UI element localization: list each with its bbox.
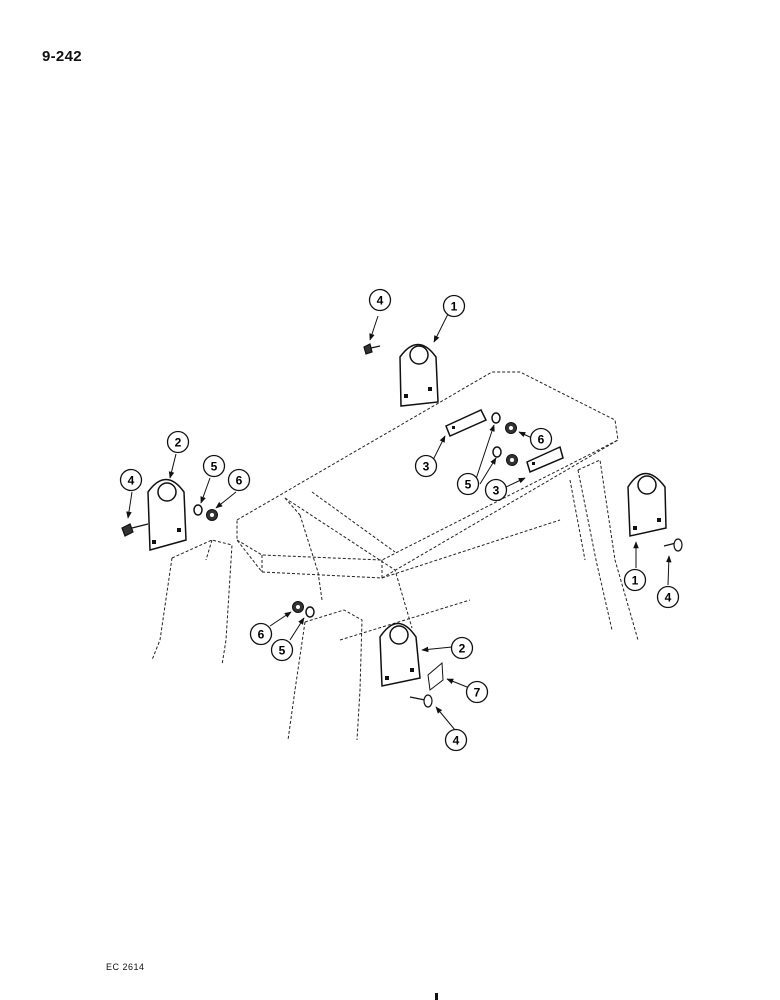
callout-c1-right: 1 (623, 568, 647, 592)
callout-c6-center: 6 (529, 427, 553, 451)
callout-c5-center: 5 (456, 472, 480, 496)
leader-lines (126, 313, 672, 731)
callout-number: 6 (258, 628, 265, 642)
callout-circle (202, 454, 226, 478)
callout-circle (270, 638, 294, 662)
bracket-part-1-right (627, 472, 667, 537)
callout-c4-top: 4 (368, 288, 392, 312)
callout-circle (249, 622, 273, 646)
nut-part-6-center-a (505, 422, 517, 434)
callout-circle (450, 636, 474, 660)
callout-c6-left: 6 (227, 468, 251, 492)
bolt-part-4-bottom (409, 694, 433, 708)
nut-part-6-center-b (506, 454, 518, 466)
callout-number: 1 (632, 574, 639, 588)
nut-part-6-left (206, 509, 218, 521)
nut-part-6-bottom (292, 601, 304, 613)
callout-number: 2 (459, 642, 466, 656)
callout-c3-upper: 3 (414, 454, 438, 478)
bolt-part-4-top (363, 343, 381, 355)
callout-circle (442, 294, 466, 318)
washer-part-5-center-a (491, 412, 501, 424)
callout-circle (529, 427, 553, 451)
callout-circle (166, 430, 190, 454)
frame-outline (151, 371, 639, 741)
callout-number: 1 (451, 300, 458, 314)
callout-c6-bottom: 6 (249, 622, 273, 646)
washer-part-5-bottom (305, 606, 315, 618)
callout-number: 4 (128, 474, 135, 488)
callout-circle (656, 585, 680, 609)
callout-circle (414, 454, 438, 478)
bracket-part-2-left (147, 478, 187, 551)
callout-number: 2 (175, 436, 182, 450)
plate-part-3-lower (526, 445, 564, 474)
washer-part-5-center-b (492, 446, 502, 458)
callout-circle (368, 288, 392, 312)
callout-number: 6 (538, 433, 545, 447)
callout-c4-left: 4 (119, 468, 143, 492)
plate-part-3-upper (445, 409, 488, 438)
callout-c2-left: 2 (166, 430, 190, 454)
callout-number: 5 (279, 644, 286, 658)
callout-c2-bottom: 2 (450, 636, 474, 660)
callout-circle (465, 680, 489, 704)
callout-number: 6 (236, 474, 243, 488)
figure-code: EC 2614 (106, 962, 145, 972)
callout-c7-bottom: 7 (465, 680, 489, 704)
page-number: 9-242 (42, 48, 82, 65)
bracket-part-2-bottom (379, 622, 421, 687)
page-marks (435, 993, 438, 1000)
callout-circle (623, 568, 647, 592)
callout-circle (227, 468, 251, 492)
callout-c3-lower: 3 (484, 478, 508, 502)
callout-number: 3 (493, 484, 500, 498)
callout-circle (484, 478, 508, 502)
callout-circle (456, 472, 480, 496)
bolt-part-4-left (121, 523, 149, 537)
callout-c5-bottom: 5 (270, 638, 294, 662)
callout-c4-bottom: 4 (444, 728, 468, 752)
callout-c4-right: 4 (656, 585, 680, 609)
callout-number: 7 (474, 686, 481, 700)
washer-part-5-left (193, 504, 203, 516)
callout-number: 4 (665, 591, 672, 605)
callout-circle (444, 728, 468, 752)
callout-c1-top: 1 (442, 294, 466, 318)
callout-number: 3 (423, 460, 430, 474)
shim-part-7 (427, 661, 444, 691)
callout-c5-left: 5 (202, 454, 226, 478)
callout-circle (119, 468, 143, 492)
bracket-part-1-top (399, 343, 439, 407)
callout-number: 4 (377, 294, 384, 308)
callout-number: 5 (211, 460, 218, 474)
callout-number: 5 (465, 478, 472, 492)
callout-number: 4 (453, 734, 460, 748)
bolt-part-4-right (663, 538, 683, 552)
